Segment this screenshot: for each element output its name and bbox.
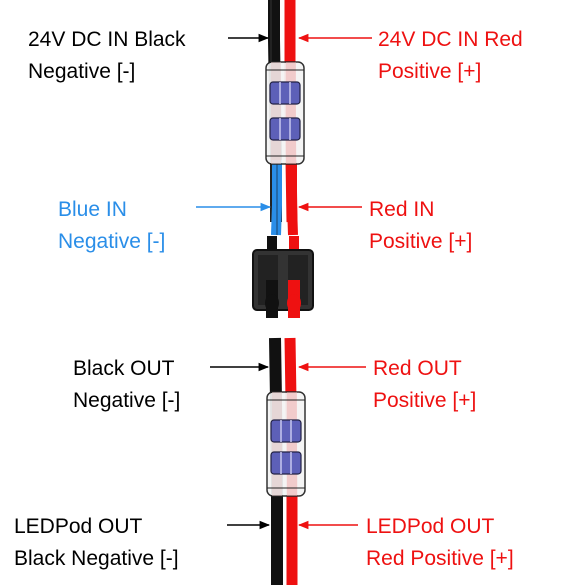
label-mid-left-line1: Blue IN: [58, 198, 127, 221]
label-bottom-right-line1: LEDPod OUT: [366, 515, 495, 538]
labels: 24V DC IN Black Negative [-] 24V DC IN R…: [14, 28, 523, 570]
lower-clip-2: [270, 451, 302, 475]
label-bottom-right-line2: Red Positive [+]: [366, 547, 514, 570]
label-bottom-left-line1: LEDPod OUT: [14, 515, 143, 538]
label-mid-left-line2: Negative [-]: [58, 230, 165, 253]
label-lower-left-line2: Negative [-]: [73, 389, 180, 412]
label-top-left-line1: 24V DC IN Black: [28, 28, 186, 51]
label-top-left-line2: Negative [-]: [28, 60, 135, 83]
label-lower-left-line1: Black OUT: [73, 357, 175, 380]
label-mid-right-line1: Red IN: [369, 198, 434, 221]
label-lower-right-line2: Positive [+]: [373, 389, 476, 412]
upper-clip-1: [269, 81, 301, 105]
label-mid-right-line2: Positive [+]: [369, 230, 472, 253]
upper-clip-2: [269, 117, 301, 141]
pointer-arrows: [196, 33, 372, 530]
label-top-right-line1: 24V DC IN Red: [378, 28, 523, 51]
label-lower-right-line1: Red OUT: [373, 357, 462, 380]
lower-splice-connector: [266, 391, 306, 497]
label-top-right-line2: Positive [+]: [378, 60, 481, 83]
label-bottom-left-line2: Black Negative [-]: [14, 547, 179, 570]
red-lead-wire: [287, 160, 298, 236]
plug-leads: [271, 160, 298, 236]
lower-clip-1: [270, 419, 302, 443]
plug-connector: [252, 236, 314, 318]
upper-splice-connector: [265, 61, 305, 165]
